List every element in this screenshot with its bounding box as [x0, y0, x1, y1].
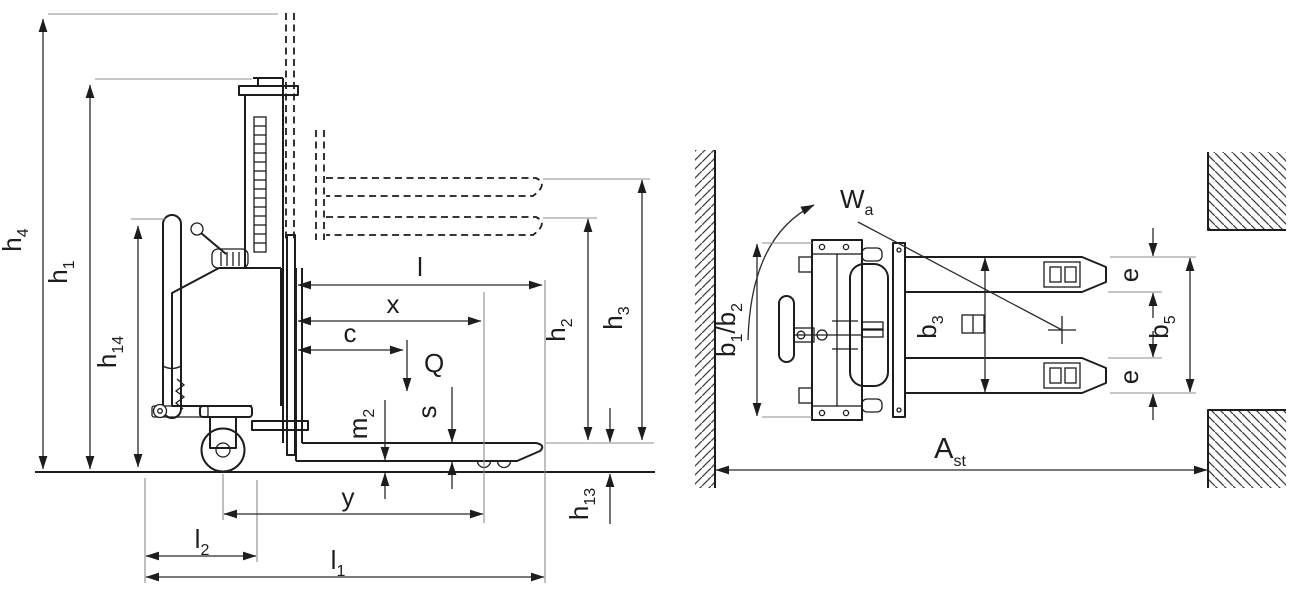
turning-radius	[747, 204, 1076, 344]
turn-center-cross	[1048, 316, 1076, 344]
raised-forks-dashed	[326, 177, 543, 236]
label-h2: h2	[541, 318, 576, 341]
dimensions-side	[38, 18, 647, 582]
label-h13: h13	[564, 488, 599, 520]
label-h1: h1	[43, 260, 78, 283]
label-b1b2: b1/b2	[711, 303, 746, 357]
right-wall-bottom-hatch	[1208, 410, 1286, 488]
extension-lines-top	[762, 242, 1196, 418]
label-c: c	[344, 318, 357, 348]
caster-top	[861, 247, 883, 262]
dimensions-top	[715, 228, 1208, 475]
raised-mast-dashed	[285, 13, 325, 240]
drive-wheel	[200, 416, 246, 473]
label-b5: b5	[1144, 315, 1179, 338]
forks-top	[905, 256, 1107, 394]
label-b3: b3	[912, 315, 947, 338]
lift-chain	[253, 116, 267, 253]
top-view: Wa b1/b2 b3 e e b5 Ast	[695, 150, 1286, 488]
label-x: x	[387, 289, 400, 319]
label-l: l	[417, 252, 423, 282]
side-view: h4 h1 h14 l x c Q m2 s h2 h3 h13 y l2 l1	[0, 13, 655, 583]
tiller-top	[778, 295, 862, 363]
left-wall-hatch	[695, 150, 715, 488]
label-s: s	[412, 406, 442, 419]
control-lever	[190, 222, 249, 269]
label-y: y	[342, 482, 355, 512]
motor-cover-top	[849, 263, 889, 387]
right-wall-top-hatch	[1208, 152, 1286, 230]
label-m2: m2	[343, 409, 378, 440]
extension-lines-side	[48, 13, 654, 583]
label-h4: h4	[0, 228, 32, 251]
label-ast: Ast	[934, 433, 966, 470]
labels-side: h4 h1 h14 l x c Q m2 s h2 h3 h13 y l2 l1	[0, 228, 633, 580]
tiller-arm	[151, 214, 209, 419]
caster-bottom	[861, 398, 883, 413]
lever-knob	[190, 222, 204, 236]
tiller-spring	[174, 378, 186, 410]
wa-leader	[857, 221, 1063, 331]
wa-arc	[747, 204, 815, 341]
label-h14: h14	[92, 336, 127, 368]
label-e-bottom: e	[1114, 370, 1144, 384]
tiller-handlebar	[778, 295, 795, 363]
label-l2: l2	[195, 524, 210, 559]
label-wa: Wa	[840, 184, 874, 219]
carriage-plate-top	[892, 242, 906, 418]
label-h3: h3	[598, 306, 633, 329]
label-l1: l1	[331, 545, 346, 580]
fork-carriage	[286, 234, 544, 462]
labels-top: Wa b1/b2 b3 e e b5 Ast	[711, 184, 1179, 470]
mast	[238, 77, 299, 443]
aisle-walls	[695, 150, 1286, 488]
label-e-top: e	[1114, 268, 1144, 282]
label-load-q: Q	[424, 348, 444, 378]
